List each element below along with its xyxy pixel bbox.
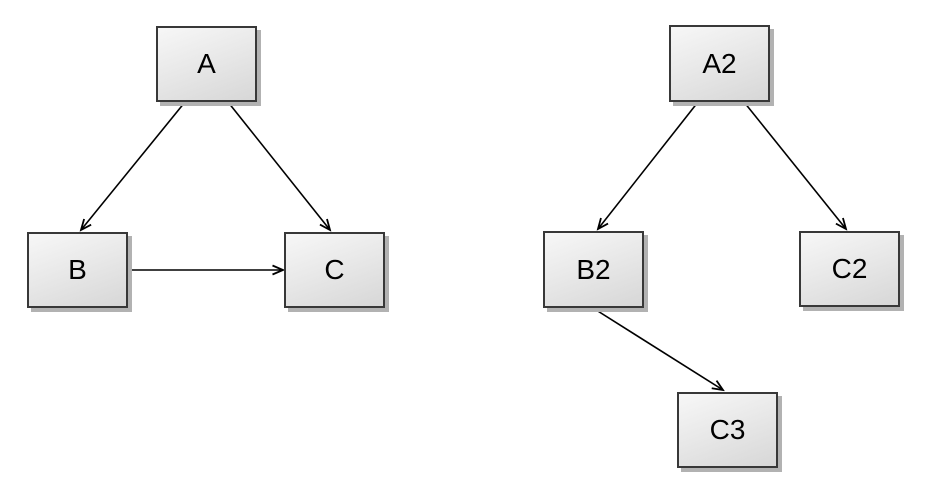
node-C2-label: C2 — [831, 253, 868, 284]
node-C: C — [284, 232, 385, 308]
node-B: B — [27, 232, 128, 308]
edge-A2-B2 — [598, 101, 699, 229]
node-B-label: B — [68, 254, 87, 285]
node-C-label: C — [324, 254, 345, 285]
node-C3-label: C3 — [709, 414, 746, 445]
node-A2-label: A2 — [702, 47, 737, 79]
node-A2: A2 — [669, 25, 770, 102]
node-A-label: A — [197, 48, 216, 79]
node-C3: C3 — [677, 392, 778, 468]
edge-B2-C3 — [592, 307, 723, 390]
node-B2: B2 — [543, 231, 644, 308]
node-B2-label: B2 — [576, 253, 611, 285]
edge-A-C — [227, 101, 330, 230]
edge-A2-C2 — [743, 101, 846, 229]
edge-A-B — [81, 101, 186, 230]
node-C2: C2 — [799, 231, 900, 307]
node-A: A — [156, 26, 257, 102]
